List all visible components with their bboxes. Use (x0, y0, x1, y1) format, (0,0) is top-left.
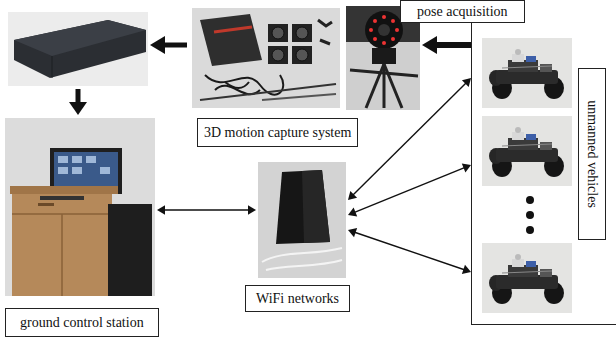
motion-capture-kit-photo (192, 8, 340, 108)
vehicle-photo (482, 38, 572, 108)
capture-system-group: 3D motion capture system (190, 4, 422, 150)
connector-line (355, 232, 465, 269)
arrowhead (462, 78, 471, 87)
wifi-group: WiFi networks (256, 160, 348, 312)
connector-line (353, 83, 466, 195)
flow-arrow (150, 36, 187, 54)
connector-line (164, 209, 249, 210)
vertical-label: unmanned vehicles (584, 100, 601, 208)
vertical-label-box: unmanned vehicles (578, 68, 606, 240)
flow-arrow (69, 89, 87, 115)
arrowhead (348, 208, 357, 217)
arrowhead (157, 205, 165, 215)
connector-arrow (422, 36, 471, 54)
arrowhead (248, 205, 256, 215)
vehicle-photo (482, 243, 572, 313)
ground-station-photo (5, 118, 155, 296)
connector-arrow (157, 205, 256, 215)
ellipsis-dots (526, 196, 534, 234)
connector-arrow (348, 164, 471, 217)
connector-line (354, 168, 464, 213)
pose-label-box: pose acquisition (400, 0, 525, 23)
vehicle-photo (482, 116, 572, 186)
connector-arrow (348, 78, 471, 200)
caption-box: 3D motion capture system (197, 118, 358, 147)
arrowhead (422, 36, 437, 54)
node-label: pose acquisition (417, 4, 508, 19)
caption-box: ground control station (5, 308, 159, 337)
arrowhead (462, 265, 471, 274)
caption-box: WiFi networks (245, 285, 350, 312)
network-switch-photo (8, 12, 148, 86)
wifi-router-photo (258, 162, 346, 278)
connector-arrow (348, 228, 471, 274)
vehicle-group-bracket: unmanned vehicles (471, 22, 616, 325)
arrowhead (462, 164, 471, 173)
ground-station-group: ground control station (5, 117, 157, 337)
connector-line (436, 42, 471, 48)
arrowhead (348, 191, 357, 200)
arrowhead (348, 228, 357, 237)
